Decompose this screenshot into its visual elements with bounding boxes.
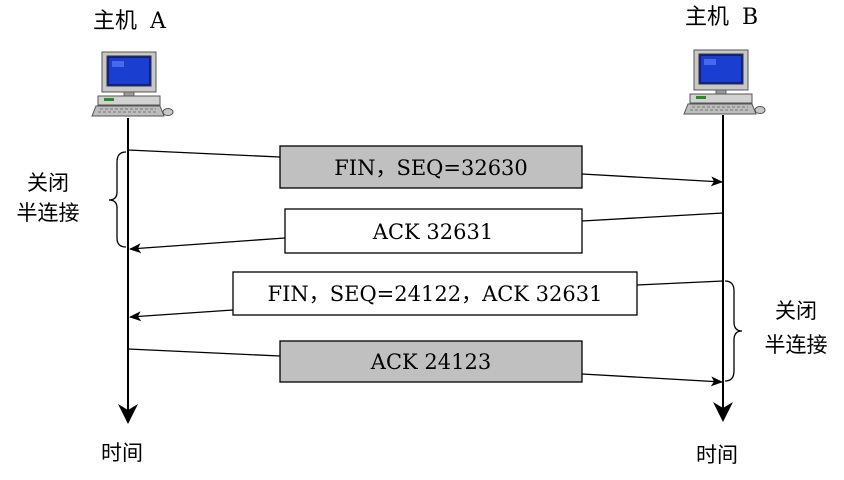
brace-right: 关闭 半连接 <box>724 280 828 382</box>
message-line-4b <box>581 373 723 387</box>
message-line-1a <box>127 149 281 158</box>
message-text-3: FIN，SEQ=24122，ACK 32631 <box>268 282 603 306</box>
timeline-b-arrowhead <box>713 402 733 422</box>
brace-left: 关闭 半连接 <box>17 151 127 248</box>
brace-right-shape <box>724 280 743 382</box>
host-b-label-letter: B <box>742 5 758 30</box>
message-ack-a-to-b: ACK 24123 <box>127 340 723 387</box>
brace-left-shape <box>108 151 127 248</box>
message-text-2: ACK 32631 <box>372 220 493 244</box>
timeline-a-label: 时间 <box>101 441 143 465</box>
message-ack-b-to-a: ACK 32631 <box>129 208 724 254</box>
message-line-1b <box>581 173 723 187</box>
message-line-2a <box>581 212 724 222</box>
host-a-label-cjk: 主机 <box>93 9 137 34</box>
host-a-label: 主机 A <box>93 9 167 34</box>
host-a: 主机 A 时间 <box>91 9 174 465</box>
message-box-4 <box>279 340 583 383</box>
computer-icon-b <box>683 49 766 115</box>
message-line-3a <box>636 280 724 286</box>
host-b-label-cjk: 主机 <box>685 5 729 30</box>
message-line-2b <box>129 237 286 254</box>
message-fin-ack-b-to-a: FIN，SEQ=24122，ACK 32631 <box>129 271 724 322</box>
brace-left-line1: 关闭 <box>27 171 69 195</box>
computer-icon-a <box>91 51 174 117</box>
timeline-a-arrowhead <box>118 404 138 424</box>
message-fin-a-to-b: FIN，SEQ=32630 <box>127 145 723 189</box>
timeline-b-label: 时间 <box>696 443 738 467</box>
host-b: 主机 B 时间 <box>683 5 766 467</box>
message-text-1: FIN，SEQ=32630 <box>334 156 528 180</box>
host-b-label: 主机 B <box>685 5 758 30</box>
brace-right-line1: 关闭 <box>775 299 817 323</box>
message-box-1 <box>279 145 583 189</box>
message-box-2 <box>284 208 583 254</box>
message-line-3b <box>129 309 234 322</box>
message-box-3 <box>232 271 638 316</box>
host-a-label-letter: A <box>149 9 167 34</box>
message-line-4a <box>127 348 281 357</box>
message-text-4: ACK 24123 <box>370 350 491 374</box>
brace-right-line2: 半连接 <box>765 333 828 357</box>
brace-left-line2: 半连接 <box>17 201 80 225</box>
